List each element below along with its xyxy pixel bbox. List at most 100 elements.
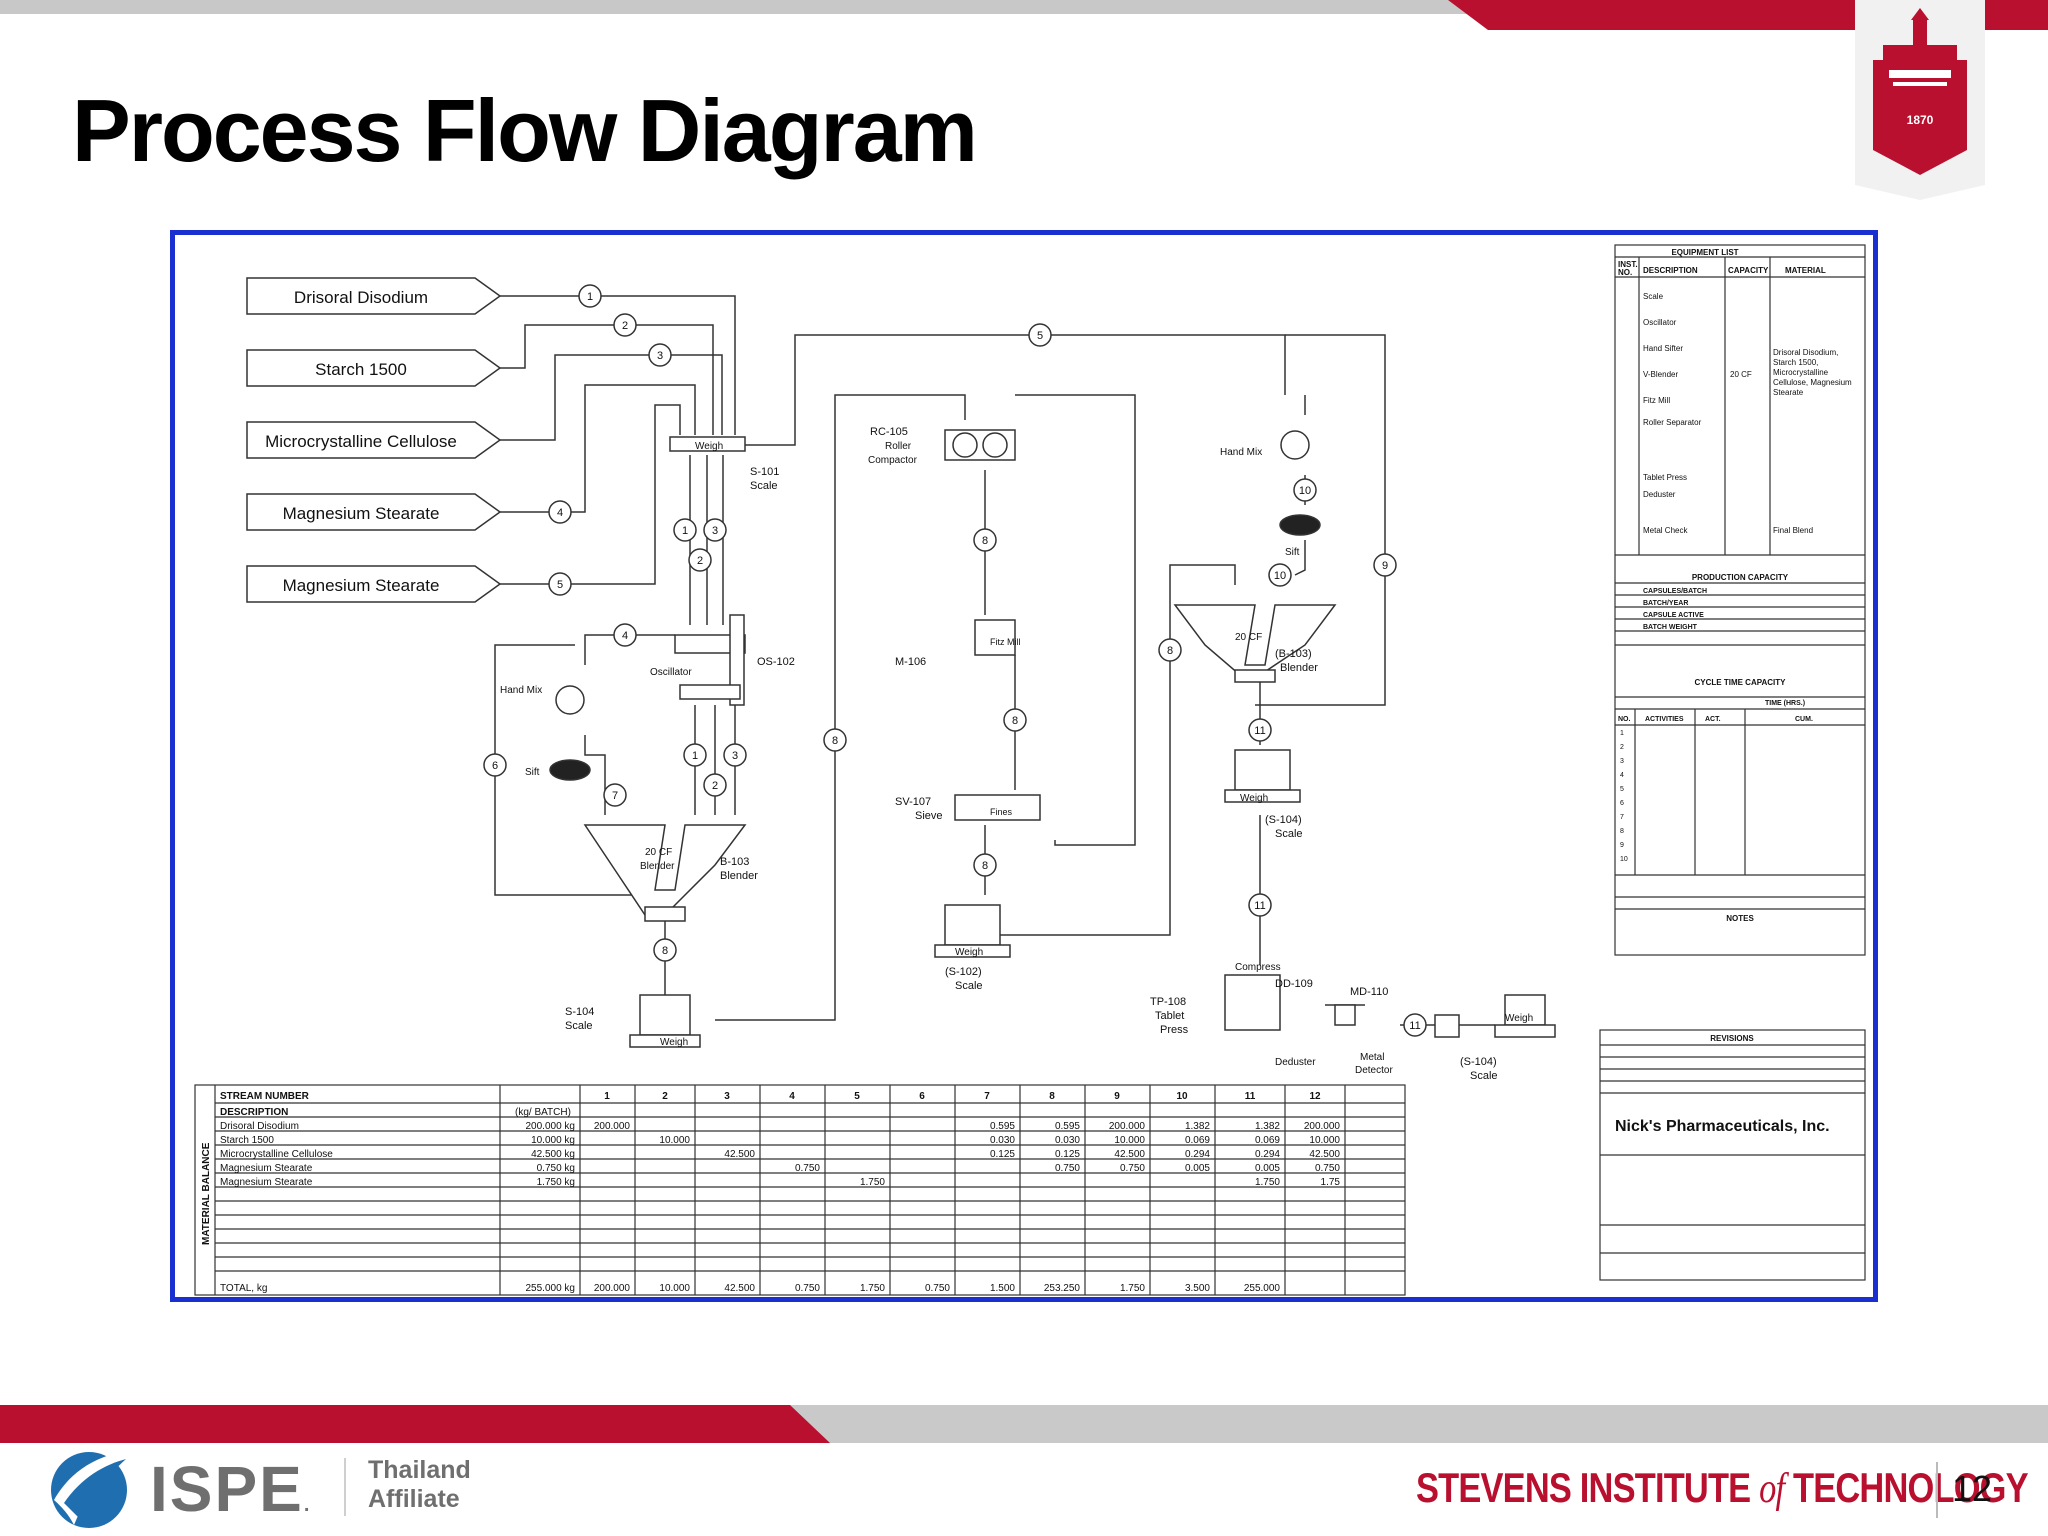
svg-text:1.750 kg: 1.750 kg [537, 1177, 575, 1188]
stream-marker: 11 [1248, 718, 1272, 742]
blender1-label: Blender [640, 861, 675, 872]
s104-weigh-label: Weigh [660, 1037, 688, 1048]
tp108-label: TP-108 [1150, 996, 1186, 1008]
blender-2-outlet [1234, 669, 1276, 683]
eq-material: Microcrystalline [1773, 368, 1829, 377]
seal-year: 1870 [1907, 113, 1934, 127]
stream-marker: 11 [1248, 893, 1272, 917]
svg-text:1: 1 [587, 291, 593, 303]
stream-marker: 1 [683, 743, 707, 767]
svg-text:7: 7 [612, 790, 618, 802]
eq-header-no: NO. [1618, 268, 1632, 277]
title-block-text: REVISIONS Nick's Pharmaceuticals, Inc. [1615, 1034, 1830, 1135]
eq-material: Drisoral Disodium, [1773, 348, 1838, 357]
ct-num: 10 [1620, 856, 1628, 863]
ct-num: 5 [1620, 786, 1624, 793]
stream-marker: 1 [673, 518, 697, 542]
fitz-mill-label: Fitz Mill [990, 637, 1021, 647]
m106-label: M-106 [895, 656, 926, 668]
pc-row: BATCH/YEAR [1643, 600, 1688, 607]
svg-text:0.595: 0.595 [1055, 1121, 1080, 1132]
svg-text:1: 1 [692, 750, 698, 762]
stream-marker: 9 [1373, 553, 1397, 577]
stream-col: 1 [604, 1091, 610, 1102]
cycle-time-hrs: TIME (HRS.) [1765, 700, 1805, 707]
eq-header-material: MATERIAL [1785, 266, 1826, 275]
input-label-2: Starch 1500 [315, 360, 407, 379]
sift-label-2: Sift [1285, 547, 1300, 558]
svg-text:10.000 kg: 10.000 kg [531, 1135, 575, 1146]
svg-text:5: 5 [1037, 330, 1043, 342]
s102-label: (S-102) [945, 966, 982, 978]
svg-text:1.500: 1.500 [990, 1283, 1015, 1294]
pc-row: CAPSULE ACTIVE [1643, 612, 1704, 619]
ispe-logo-icon [51, 1450, 129, 1528]
eq-capacity: 20 CF [1730, 370, 1752, 379]
svg-text:1.382: 1.382 [1255, 1121, 1280, 1132]
hand-mix-label-2: Hand Mix [1220, 447, 1262, 458]
rc105-label: RC-105 [870, 426, 908, 438]
stevens-wordmark: STEVENS INSTITUTE of TECHNOLOGY [1416, 1464, 2029, 1512]
equipment-labels: Weigh S-101 Scale Oscillator OS-102 Hand… [500, 426, 1533, 1082]
input-labels: Drisoral Disodium Starch 1500 Microcryst… [265, 288, 457, 595]
svg-text:200.000: 200.000 [594, 1283, 631, 1294]
s102-scale-label: Scale [955, 980, 983, 992]
mb-row-3: Microcrystalline Cellulose 42.500 kg 42.… [220, 1149, 1340, 1160]
svg-text:2: 2 [697, 555, 703, 567]
eq-item: Roller Separator [1643, 418, 1702, 427]
eq-item: Deduster [1643, 490, 1676, 499]
svg-text:200.000: 200.000 [594, 1121, 631, 1132]
ct-num: 6 [1620, 800, 1624, 807]
stream-marker: 8 [1158, 638, 1182, 662]
revisions-title: REVISIONS [1710, 1034, 1754, 1043]
detector-label: Detector [1355, 1065, 1393, 1076]
eq-header-desc: DESCRIPTION [1643, 266, 1698, 275]
deduster-label: Deduster [1275, 1057, 1316, 1068]
svg-text:8: 8 [982, 860, 988, 872]
stream-marker: 10 [1293, 478, 1317, 502]
pc-row: CAPSULES/BATCH [1643, 588, 1707, 595]
metal-label: Metal [1360, 1052, 1384, 1063]
svg-text:42.500 kg: 42.500 kg [531, 1149, 575, 1160]
svg-text:8: 8 [982, 535, 988, 547]
svg-text:4: 4 [622, 630, 628, 642]
eq-item: Scale [1643, 292, 1664, 301]
stream-marker: 5 [1028, 323, 1052, 347]
svg-text:11: 11 [1254, 725, 1265, 737]
final-scale-platform [1494, 1024, 1556, 1038]
svg-text:8: 8 [662, 945, 668, 957]
svg-text:255.000: 255.000 [1244, 1283, 1281, 1294]
stream-marker: 3 [723, 743, 747, 767]
svg-text:10: 10 [1299, 485, 1311, 497]
svg-text:42.500: 42.500 [724, 1149, 755, 1160]
stream-col: 12 [1309, 1091, 1321, 1102]
sieve [954, 794, 1041, 821]
stream-marker: 8 [653, 938, 677, 962]
eq-item: Metal Check [1643, 526, 1688, 535]
input-label-5: Magnesium Stearate [283, 576, 440, 595]
svg-text:0.125: 0.125 [1055, 1149, 1080, 1160]
svg-text:0.125: 0.125 [990, 1149, 1015, 1160]
input-box-3 [246, 421, 502, 459]
svg-text:0.030: 0.030 [1055, 1135, 1080, 1146]
svg-text:0.750: 0.750 [795, 1163, 820, 1174]
svg-text:11: 11 [1409, 1020, 1420, 1032]
mb-row-4: Magnesium Stearate 0.750 kg 0.750 0.750 … [220, 1163, 1340, 1174]
material-balance-grid [194, 1084, 1406, 1296]
stream-marker: 7 [603, 783, 627, 807]
stream-markers: 1 2 3 4 5 1 3 2 4 1 3 2 7 6 8 8 5 8 8 8 … [483, 284, 1427, 1037]
svg-text:0.750: 0.750 [1315, 1163, 1340, 1174]
compress-label: Compress [1235, 962, 1281, 973]
dd109-label: DD-109 [1275, 978, 1313, 990]
description-header: DESCRIPTION [220, 1107, 288, 1118]
footer-separator [344, 1458, 346, 1516]
svg-text:200.000: 200.000 [1109, 1121, 1146, 1132]
svg-text:0.750 kg: 0.750 kg [537, 1163, 575, 1174]
svg-text:4: 4 [557, 507, 563, 519]
footer-red-bar [0, 1405, 830, 1443]
svg-text:0.595: 0.595 [990, 1121, 1015, 1132]
svg-text:Drisoral Disodium: Drisoral Disodium [220, 1121, 299, 1132]
ct-num: 3 [1620, 758, 1624, 765]
svg-text:253.250: 253.250 [1044, 1283, 1081, 1294]
svg-text:10.000: 10.000 [659, 1135, 690, 1146]
